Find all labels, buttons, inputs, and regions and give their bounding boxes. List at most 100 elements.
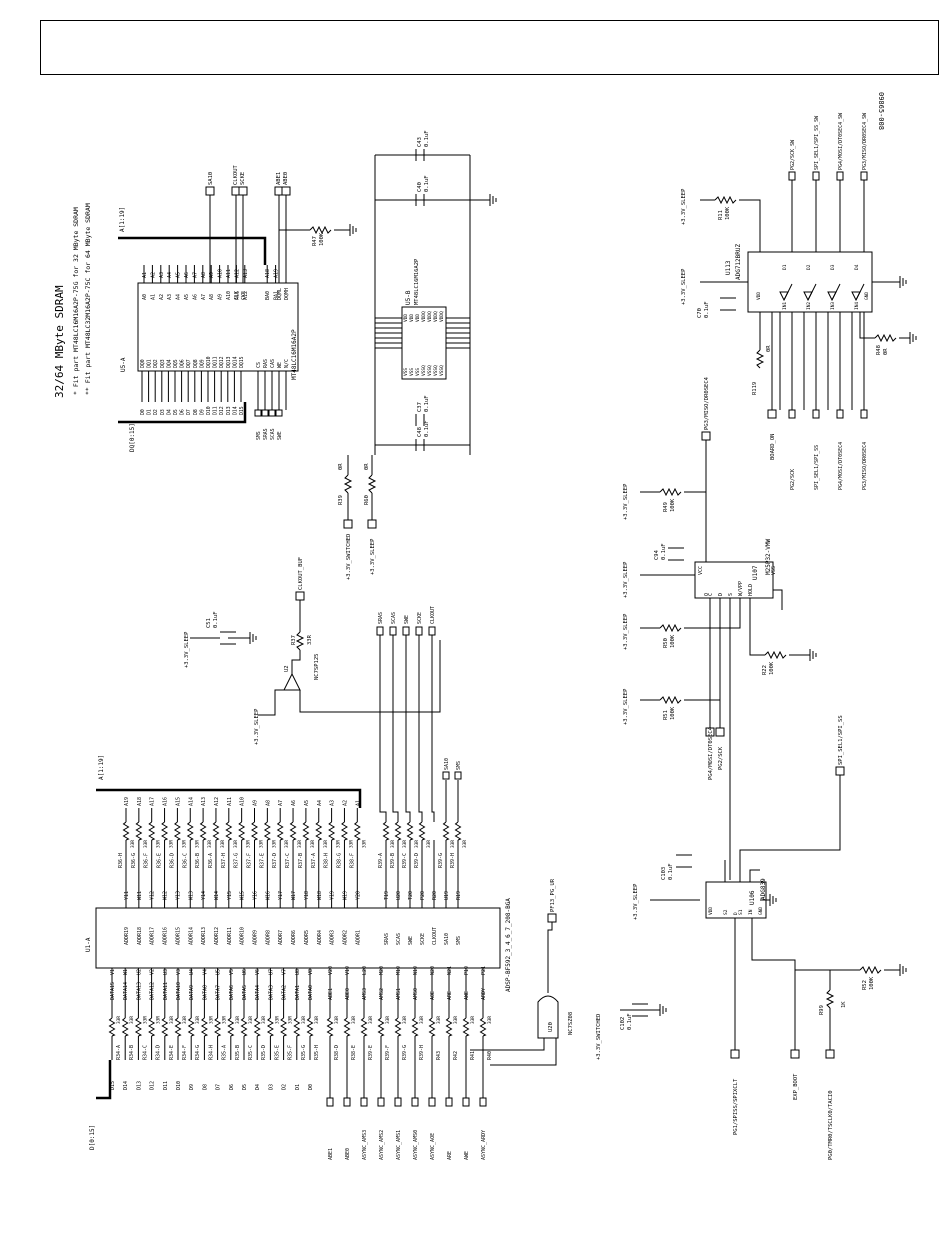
u1a-addr-res-ref: R38-G xyxy=(336,853,342,868)
u1a-sdc-res-value: 33R xyxy=(450,840,456,848)
u1a-addr-res-ref: R37-A xyxy=(311,853,317,868)
u106-pin: GND xyxy=(758,907,764,915)
u1a-data-pin: DATA12 xyxy=(150,982,156,1000)
u106-pin: S2 xyxy=(723,909,729,915)
u113-in-net: PG4/MOSI/DT0SEC4 xyxy=(838,442,844,490)
u5a-data-pin: DQ13 xyxy=(226,356,232,368)
u1a-async-pin: AMS0 xyxy=(413,988,419,1000)
u1a-data-pin: DATA8 xyxy=(202,985,208,1000)
u1a-sdc-res-ref: R39-D xyxy=(414,853,420,868)
series-resistor xyxy=(253,1017,261,1037)
u113-ref: U113 xyxy=(725,260,732,275)
cap-value: 0.1uF xyxy=(424,130,430,147)
u5a-data-pin: DQ4 xyxy=(166,359,172,368)
r51-rail: +3.3V_SLEEP xyxy=(623,688,629,725)
u1a-sdc-res-value: 33R xyxy=(426,840,432,848)
u1a-data-pin: DATA3 xyxy=(268,985,274,1000)
u1a-async-pin: ARE xyxy=(447,991,453,1000)
u1a-async-ball: P21 xyxy=(481,966,487,975)
u5a-data-pin: DQ11 xyxy=(213,356,219,368)
u113-d-pin: D1 xyxy=(782,264,788,270)
u5a-ext-connectors: SA10 CLKOUT SCKE ABE1 ABE0 R47 100K xyxy=(205,164,357,283)
u113-in-net: SPI_SEL1/SPI_SS xyxy=(814,445,820,490)
u5a-data-pin: DQ6 xyxy=(180,359,186,368)
c103-value: 0.1uF xyxy=(668,863,674,880)
u113-part: ADG712BRUZ xyxy=(735,243,742,280)
sa10-connector: SA10 xyxy=(208,172,214,185)
cap-value: 0.1uF xyxy=(424,175,430,192)
u5a-data-net: D12 xyxy=(219,406,225,415)
u1a-addr-pin: ADDR8 xyxy=(265,930,271,945)
u5a-ctrl-net: SWE xyxy=(277,431,283,440)
u1a-addr-res-value: 33R xyxy=(259,840,265,848)
u1a-async-connector xyxy=(411,1097,419,1107)
u113-gnd-pin: GND xyxy=(864,292,870,300)
series-resistor xyxy=(227,1017,235,1037)
u1a-async-pin: AMS1 xyxy=(396,988,402,1000)
series-resistor xyxy=(276,821,284,841)
u1a-sdc-wire xyxy=(431,635,435,822)
u1a-sdc-ball: R19 xyxy=(456,891,462,900)
u1a-async-ball: L20 xyxy=(362,966,368,975)
u1a-sdc-wire xyxy=(392,635,399,822)
u1a-addr-pin: ADDR1 xyxy=(355,930,361,945)
u1a-addr-pin: ADDR16 xyxy=(163,927,169,945)
u5a-data-pin: DQ7 xyxy=(186,359,192,368)
u1a-addr-pin: ADDR4 xyxy=(317,930,323,945)
series-resistor xyxy=(442,821,450,841)
u5a-addr-net: A12 xyxy=(234,269,240,278)
series-resistor xyxy=(135,821,143,841)
u1a-sdc-ball: T20 xyxy=(408,891,414,900)
series-resistor xyxy=(326,1017,334,1037)
u106-switch: U106 ADG839 SPI_SEL1/SPI_SS C103 0.1uF +… xyxy=(633,715,907,1160)
u1a-sdc-connector xyxy=(442,771,450,780)
u1a-sdc-ball: U20 xyxy=(396,891,402,900)
u5b-power-pin: VSSQ xyxy=(427,365,433,376)
u1a-async-pin: ABE1 xyxy=(328,988,334,1000)
sdram-ctrl-net: SCKE xyxy=(417,612,423,624)
u5b-ref: U5-B xyxy=(405,290,412,305)
u5a-addr-net: A3 xyxy=(159,272,165,278)
u1a-async-pin: AMS3 xyxy=(362,988,368,1000)
u1a-addr-pin: ADDR6 xyxy=(291,930,297,945)
series-resistor xyxy=(263,821,271,841)
abe0-connector: ABE0 xyxy=(283,172,289,185)
series-resistor xyxy=(161,1017,169,1037)
u5a-ctrl-net: SRAS xyxy=(263,428,269,440)
u1a-addr-ball: W19 xyxy=(342,891,348,900)
u1a-sdc-wire xyxy=(379,635,387,822)
u1a-data-res-ref: R34-H xyxy=(208,1045,214,1060)
c51-rail-label: +3.3V_SLEEP xyxy=(184,631,190,668)
u1a-addr-res-value: 33R xyxy=(143,840,149,848)
u1a-data-net: D15 xyxy=(110,1081,116,1090)
u1a-data-pin: DATA11 xyxy=(163,982,169,1000)
u5a-ctrl-connector xyxy=(261,409,269,417)
u1a-data-res-value: 33R xyxy=(156,1016,162,1024)
u5a-address-pins: A0A1A1A2A2A3A3A4A4A5A5A6A6A7A7A8A8A9A9A1… xyxy=(142,265,280,300)
r39-value: 0R xyxy=(338,463,344,470)
u1a-data-ball: V7 xyxy=(282,969,288,975)
u1a-addr-res-ref: R37-B xyxy=(298,853,304,868)
u2-rail-label: +3.3V_SLEEP xyxy=(254,708,260,745)
u5a-data-pin: DQ1 xyxy=(147,359,153,368)
u5a-ctrl-connector xyxy=(268,409,276,417)
u5a-data-net: D0 xyxy=(140,409,146,415)
series-resistor xyxy=(161,821,169,841)
series-resistor xyxy=(394,1017,402,1037)
u1a-async-net: ASYNC_AMS1 xyxy=(396,1130,402,1160)
u1a-addr-ball: W12 xyxy=(163,891,169,900)
u1a-sdram-control-pins: R39-A33RSRAST19R39-B33RSCASU20R39-C33RSW… xyxy=(378,635,468,945)
u1a-data-res-value: 33R xyxy=(301,1016,307,1024)
u1a-data-pin: DATA13 xyxy=(136,982,142,1000)
u1a-addr-pin: ADDR12 xyxy=(214,927,220,945)
u1a-async-ball: M19 xyxy=(396,966,402,975)
u1a-async-res-ref: R39-E xyxy=(368,1045,374,1060)
u1a-async-connector xyxy=(479,1097,487,1107)
series-resistor xyxy=(121,1017,129,1037)
u1a-data-ball: V1 xyxy=(110,969,116,975)
r60-ref: R60 xyxy=(364,495,370,505)
bus-label-data-u1: D[0:15] xyxy=(89,1125,96,1150)
u1a-addr-ball: Y15 xyxy=(227,891,233,900)
